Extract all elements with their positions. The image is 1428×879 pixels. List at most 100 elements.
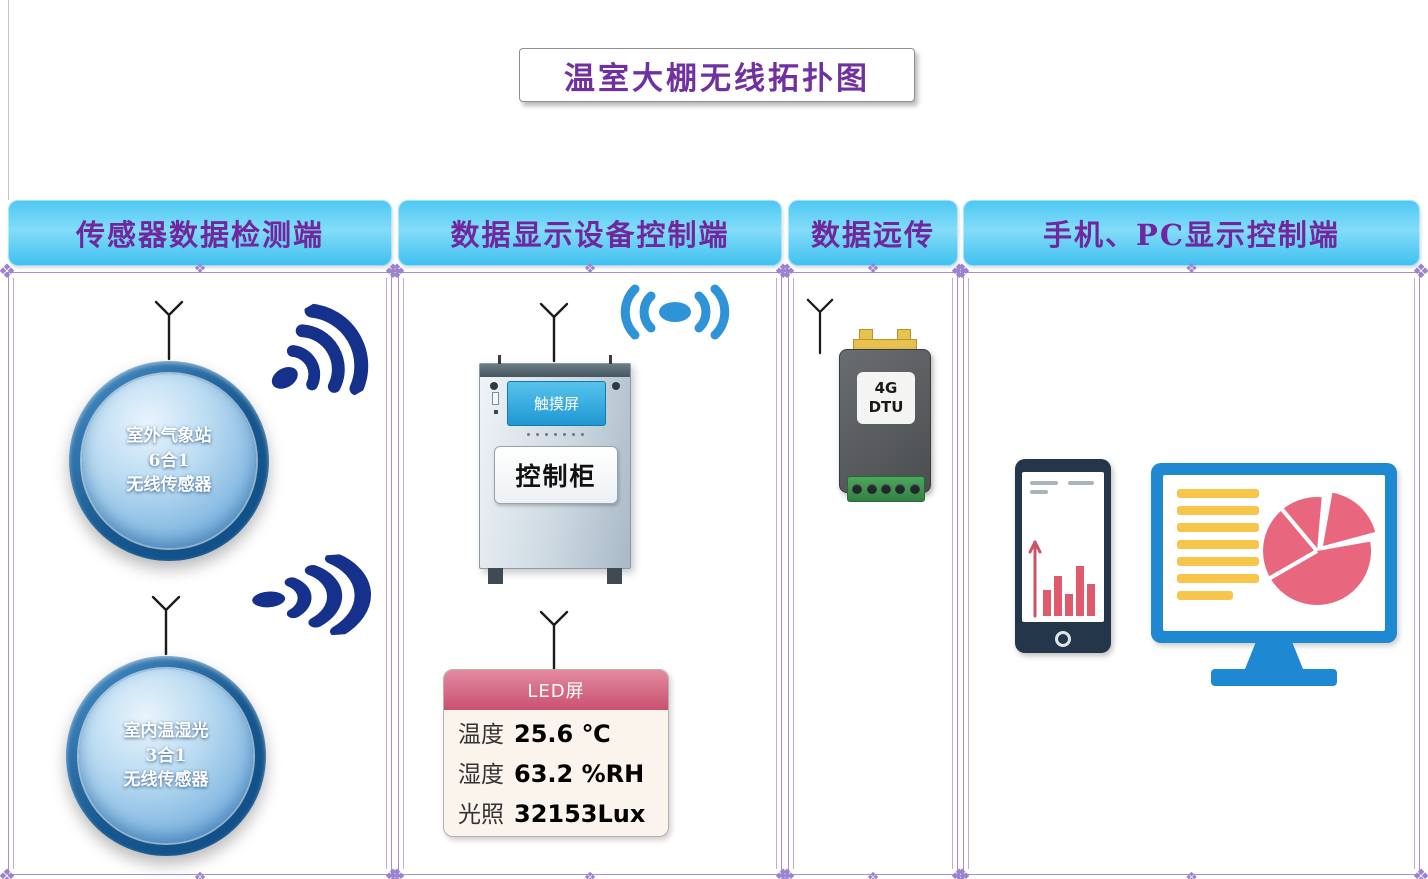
wireless-signal-icon — [252, 552, 371, 637]
phone-text-line — [1030, 490, 1048, 494]
cabinet-bolt — [490, 382, 498, 390]
diagram-title-box: 温室大棚无线拓扑图 — [519, 48, 915, 102]
column-header-sensor: 传感器数据检测端 — [8, 200, 392, 266]
monitor-stand-base — [1211, 669, 1337, 686]
dtu-label-line: 4G — [874, 378, 898, 397]
frame-ornament-icon: ❖ — [583, 261, 597, 277]
phone-screen — [1022, 472, 1104, 622]
led-readouts: 温度 25.6 ℃ 湿度 63.2 %RH 光照 32153Lux — [444, 710, 668, 835]
column-frame-phone-pc: ❖ ❖ ❖ ❖ ❖ ❖ — [953, 261, 1428, 879]
sensor-text-line: 无线传感器 — [126, 475, 212, 496]
monitor-text-line — [1177, 574, 1259, 583]
antenna-icon — [539, 610, 569, 671]
indoor-sensor-node: 室内温湿光 3合1 无线传感器 — [66, 656, 266, 856]
dtu-label: 4G DTU — [857, 372, 915, 424]
cabinet-bolt — [612, 382, 620, 390]
phone-home-button — [1055, 631, 1071, 647]
frame-ornament-icon: ❖ — [778, 259, 796, 283]
sensor-text-line: 室外气象站 — [126, 426, 212, 447]
column-header-remote: 数据远传 — [788, 200, 958, 266]
frame-ornament-icon: ❖ — [1412, 864, 1428, 879]
monitor-screen — [1163, 475, 1385, 631]
sensor-text-line: 3合1 — [145, 745, 187, 766]
led-row-label: 湿度 — [458, 762, 504, 788]
frame-ornament-icon: ❖ — [384, 864, 402, 879]
cabinet-door-label: 控制柜 — [494, 446, 618, 504]
monitor-text-line — [1177, 489, 1259, 498]
cabinet-top-band — [480, 364, 630, 377]
frame-ornament-icon: ❖ — [0, 864, 16, 879]
cabinet-vent-dots — [480, 433, 630, 436]
monitor-text-line — [1177, 506, 1259, 515]
led-row-label: 温度 — [458, 722, 504, 748]
monitor-text-line — [1177, 540, 1259, 549]
frame-ornament-icon: ❖ — [1185, 261, 1198, 277]
frame-ornament-icon: ❖ — [388, 259, 406, 283]
antenna-icon — [806, 298, 834, 355]
cabinet-pin — [498, 355, 501, 364]
touch-screen: 触摸屏 — [507, 381, 606, 426]
frame-ornament-icon: ❖ — [384, 259, 402, 283]
led-row-value: 32153Lux — [514, 800, 646, 828]
antenna-icon — [151, 595, 181, 656]
indoor-sensor-label: 室内温湿光 3合1 无线传感器 — [79, 669, 253, 843]
led-row-humidity: 湿度 63.2 %RH — [458, 755, 654, 795]
column-frame-remote: ❖ ❖ ❖ ❖ ❖ ❖ 4G DTU — [778, 261, 968, 879]
frame-ornament-icon: ❖ — [193, 870, 207, 879]
frame-ornament-icon: ❖ — [0, 259, 16, 283]
outdoor-sensor-label: 室外气象站 6合1 无线传感器 — [82, 374, 256, 548]
sensor-text-line: 6合1 — [148, 450, 190, 471]
cabinet-indicator — [492, 392, 499, 405]
frame-ornament-icon: ❖ — [774, 864, 792, 879]
sensor-text-line: 无线传感器 — [123, 770, 209, 791]
monitor-text-line — [1177, 557, 1259, 566]
column-header-phone-pc: 手机、PC显示控制端 — [963, 200, 1420, 266]
frame-ornament-icon: ❖ — [953, 864, 971, 879]
frame-ornament-icon: ❖ — [953, 259, 971, 283]
frame-ornament-icon: ❖ — [866, 870, 880, 879]
dtu-terminal-block — [847, 476, 925, 502]
frame-ornament-icon: ❖ — [193, 261, 207, 277]
monitor-text-line — [1177, 523, 1259, 532]
column-frame-display: ❖ ❖ ❖ ❖ ❖ ❖ 触摸屏 控制柜 — [388, 261, 792, 879]
diagram-title: 温室大棚无线拓扑图 — [564, 60, 870, 97]
dtu-device: 4G DTU — [839, 349, 931, 502]
cabinet-leg — [607, 568, 622, 584]
frame-ornament-icon: ❖ — [774, 259, 792, 283]
frame-ornament-icon: ❖ — [950, 864, 968, 879]
led-row-label: 光照 — [458, 802, 504, 828]
broadcast-signal-icon — [620, 284, 730, 340]
frame-ornament-icon: ❖ — [583, 870, 597, 879]
monitor-stand-neck — [1245, 643, 1303, 669]
antenna-icon — [154, 300, 184, 361]
frame-ornament-icon: ❖ — [950, 259, 968, 283]
led-display-panel: LED屏 温度 25.6 ℃ 湿度 63.2 %RH 光照 32153Lux — [443, 669, 669, 837]
smartphone — [1015, 459, 1111, 653]
column-header-display: 数据显示设备控制端 — [398, 200, 782, 266]
led-row-value: 63.2 %RH — [514, 760, 645, 788]
column-frame-sensor: ❖ ❖ ❖ ❖ ❖ ❖ 室外气象站 6合1 无线传感器 — [0, 261, 402, 879]
led-panel-title: LED屏 — [444, 670, 668, 710]
frame-ornament-icon: ❖ — [388, 864, 406, 879]
control-cabinet: 触摸屏 控制柜 — [479, 355, 631, 584]
pie-chart-icon — [1263, 492, 1376, 605]
phone-text-line — [1068, 481, 1094, 485]
led-row-light: 光照 32153Lux — [458, 795, 654, 835]
phone-text-line — [1030, 481, 1058, 485]
cabinet-indicator-dot — [494, 410, 498, 414]
pc-monitor — [1151, 463, 1397, 643]
dtu-label-line: DTU — [868, 398, 904, 416]
frame-ornament-icon: ❖ — [778, 864, 796, 879]
frame-ornament-icon: ❖ — [1185, 870, 1198, 879]
frame-ornament-icon: ❖ — [1412, 259, 1428, 283]
canvas-edge-line — [8, 0, 9, 200]
cabinet-pin — [609, 355, 612, 364]
wireless-signal-icon — [271, 303, 369, 396]
monitor-text-line — [1177, 591, 1233, 600]
cabinet-leg — [488, 568, 503, 584]
outdoor-sensor-node: 室外气象站 6合1 无线传感器 — [69, 361, 269, 561]
bar-chart-icon — [1028, 540, 1095, 618]
sensor-text-line: 室内温湿光 — [123, 721, 209, 742]
antenna-icon — [539, 302, 569, 363]
